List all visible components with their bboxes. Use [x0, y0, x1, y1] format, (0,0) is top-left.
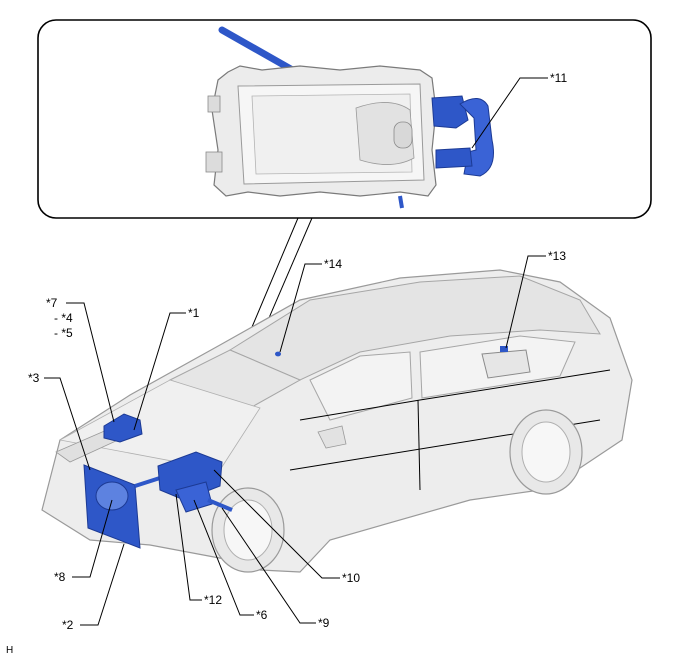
front-wheel [211, 487, 285, 573]
leader-lines [44, 77, 548, 626]
callout-labels: *11 *14 *13 *7 - *4 - *5 *1 *3 *8 *2 *12… [6, 71, 567, 656]
label-1: *1 [188, 306, 200, 320]
label-7: *7 [46, 296, 58, 310]
label-14: *14 [324, 257, 342, 271]
label-10: *10 [342, 571, 360, 585]
label-3: *3 [28, 371, 40, 385]
label-9: *9 [318, 616, 330, 630]
label-5: - *5 [54, 326, 73, 340]
rear-wheel [509, 409, 583, 495]
highlighted-components [83, 346, 531, 549]
label-2: *2 [62, 618, 74, 632]
label-12: *12 [204, 593, 222, 607]
label-13: *13 [548, 249, 566, 263]
inverter-unit-closeup [205, 26, 494, 209]
label-8: *8 [54, 570, 66, 584]
label-6: *6 [256, 608, 268, 622]
label-4: - *4 [54, 311, 73, 325]
label-11: *11 [550, 71, 567, 85]
corner-mark: H [6, 645, 13, 656]
